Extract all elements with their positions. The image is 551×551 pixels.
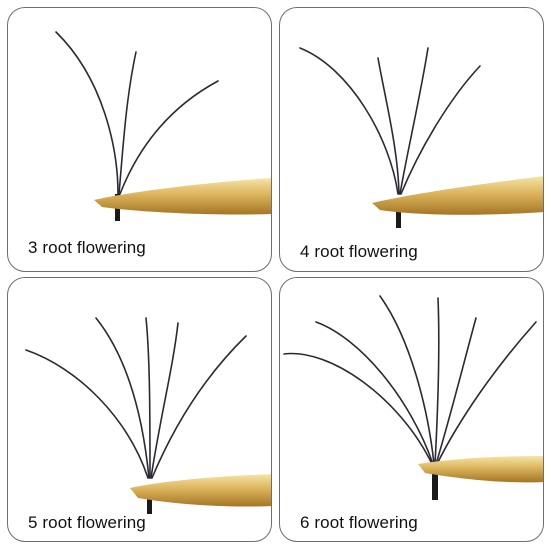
panel-5-root: 5 root flowering	[7, 277, 272, 542]
lash-strand	[55, 31, 119, 195]
lash-fan	[25, 317, 247, 479]
lash-strand	[95, 317, 150, 479]
lash-strand	[25, 349, 149, 479]
lash-strand	[399, 47, 429, 195]
lash-base	[396, 200, 401, 228]
panel-caption: 3 root flowering	[28, 238, 146, 257]
lash-strand	[119, 80, 219, 195]
tweezer	[372, 176, 543, 215]
lash-strand	[379, 295, 435, 465]
lash-base	[432, 468, 438, 500]
lash-strand	[435, 317, 477, 465]
lash-strand	[151, 335, 247, 479]
lash-strand	[299, 47, 399, 195]
lash-fan	[55, 31, 219, 195]
tweezer	[94, 178, 271, 215]
lash-strand	[436, 321, 537, 465]
lash-strand	[150, 322, 179, 479]
lash-strand	[315, 321, 434, 465]
lash-base	[147, 488, 152, 514]
panel-4-root: 4 root flowering	[279, 7, 544, 272]
tweezer	[130, 474, 271, 507]
panel-caption: 5 root flowering	[28, 513, 146, 532]
lash-fan	[299, 47, 481, 195]
lash-strand	[377, 57, 400, 195]
panel-caption: 4 root flowering	[300, 242, 418, 261]
lash-strand	[400, 65, 481, 195]
lash-fan	[283, 295, 537, 465]
lash-strand	[434, 297, 440, 465]
panel-6-root: 6 root flowering	[279, 277, 544, 542]
panel-3-root: 3 root flowering	[7, 7, 272, 272]
lash-photo	[55, 31, 271, 221]
lash-photo	[25, 317, 271, 514]
lash-photo	[283, 295, 543, 500]
panel-caption: 6 root flowering	[300, 513, 418, 532]
lash-strand	[283, 352, 433, 465]
lash-strand	[118, 51, 137, 195]
lash-strand	[145, 317, 151, 479]
lash-photo	[299, 47, 543, 228]
tweezer	[418, 456, 543, 483]
